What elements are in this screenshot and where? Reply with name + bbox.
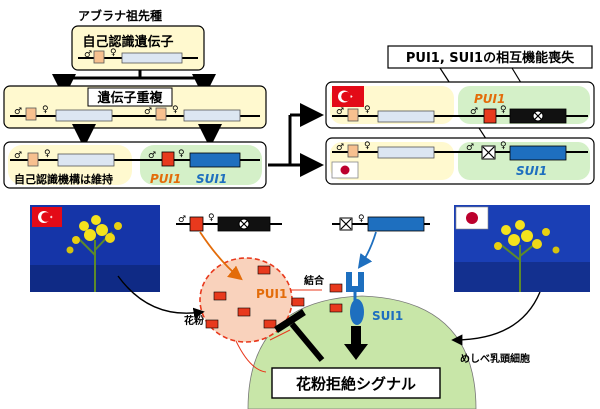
sui1-gene-block [367,216,425,232]
male-symbol: ♂ [336,107,344,117]
sui1-expression-arrow [357,231,377,269]
male-symbol: ♂ [336,143,344,153]
sui1-gene-block [509,145,567,161]
pollen-source-arrow [117,275,205,319]
signal-arrow [344,326,368,360]
pollen-gene-block [27,152,39,167]
female-symbol: ♀ [208,213,215,223]
sui1-label: SUI1 [196,172,227,186]
female-symbol: ♀ [358,214,365,224]
rejection-signal-box: 花粉拒絶シグナル [271,367,441,399]
female-symbol: ♀ [364,141,371,151]
japan-flag [331,161,359,179]
japan-flower-photo [454,205,590,292]
rejection-signal-label: 花粉拒絶シグナル [296,375,416,393]
female-symbol: ♀ [42,105,49,115]
female-symbol: ♀ [500,105,507,115]
binding-label: 結合 [304,274,325,287]
loss-title: PUI1, SUI1の相互機能喪失 [406,50,575,66]
female-symbol: ♀ [172,105,179,115]
pollen-gene-block [25,107,37,121]
male-symbol: ♂ [178,215,186,225]
duplicated-box: 遺伝子重複 ♂ ♀ ♂ ♀ [3,85,267,129]
turkey-pui1-gene: ♂ ♀ [176,213,282,232]
pui1-expression-arrow [199,231,243,281]
ancestor-gene-label: 自己認識遺伝子 [82,34,173,50]
pollen-pui1-label: PUI1 [256,287,287,301]
male-symbol: ♂ [84,50,92,60]
male-symbol: ♂ [14,151,22,161]
pui1-molecules [205,265,343,329]
sui1-receptor [346,272,364,325]
divergence-arrows [268,103,324,177]
stigma-gene-block [57,153,115,167]
duplication-label: 遺伝子重複 [96,90,163,106]
maintained-box: ♂ ♀ ♂ ♀ 自己認識機構は維持 PUI1 SUI1 [3,141,267,189]
pollen-outline-links [235,289,322,373]
female-symbol: ♀ [364,105,371,115]
ancestor-box: 自己認識遺伝子 ♂ ♀ [71,25,205,71]
male-symbol: ♂ [14,107,22,117]
pollen-gene-block [93,50,105,64]
stigma-gene-block [55,109,113,122]
pollen-gene-block [347,108,359,122]
male-symbol: ♂ [144,107,152,117]
pistil-sui1-label: SUI1 [372,309,403,323]
stigma-gene-block [121,52,183,64]
stigma-gene-block [377,146,435,159]
male-symbol: ♂ [466,143,474,153]
japan-sui1-gene: ♀ [332,214,430,232]
maintained-label: 自己認識機構は維持 [14,172,113,186]
pistil-label: めしべ乳頭細胞 [460,352,530,365]
female-symbol: ♀ [500,141,507,151]
male-symbol: ♂ [470,107,478,117]
female-symbol: ♀ [178,149,185,159]
turkey-genome-box: ♂ ♀ PUI1 ♂ ♀ [325,81,595,129]
pui1-label: PUI1 [150,172,181,186]
sui1-label: SUI1 [516,164,547,178]
pui1-gene-block [189,216,204,232]
pui1-label: PUI1 [474,92,505,106]
female-symbol: ♀ [110,48,117,58]
pistil-source-arrow [451,291,541,346]
loss-title-box: PUI1, SUI1の相互機能喪失 [387,45,593,69]
pui1-gene-block [161,151,175,167]
maintenance-arrows [72,124,222,148]
pollen-gene-block [155,107,167,121]
loss-mark-icon [532,110,544,122]
pui1-gene-block [483,108,497,124]
ancestor-title: アブラナ祖先種 [78,8,162,23]
pollen-label: 花粉 [184,314,204,327]
pollen-gene-block [347,144,359,158]
female-symbol: ♀ [44,149,51,159]
pui1-mutant-icon [481,145,496,160]
stigma-gene-block [183,109,241,122]
turkey-flower-photo [30,205,160,292]
sui1-gene-block [189,152,241,168]
male-symbol: ♂ [148,151,156,161]
turkey-flag [332,86,364,107]
stigma-gene-block [377,110,435,123]
japan-genome-box: ♂ ♀ ♂ ♀ SUI1 [325,137,595,185]
inhibition-symbol [274,309,325,362]
